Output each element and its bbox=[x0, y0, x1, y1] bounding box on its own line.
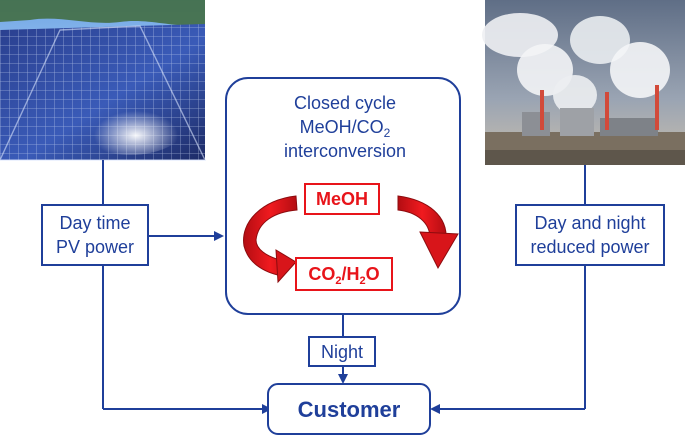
pv-line2: PV power bbox=[56, 237, 134, 257]
cycle-title-line3: interconversion bbox=[284, 141, 406, 161]
connector-lines bbox=[102, 160, 586, 414]
co2-h2o-box: CO2/H2O bbox=[295, 257, 393, 291]
left-arrowhead bbox=[275, 249, 297, 284]
power-plant-photo bbox=[482, 0, 685, 165]
reduced-line2: reduced power bbox=[530, 237, 649, 257]
meoh-box: MeOH bbox=[304, 183, 380, 215]
reduced-line1: Day and night bbox=[534, 213, 645, 233]
night-box: Night bbox=[308, 336, 376, 367]
right-arrowhead bbox=[419, 231, 459, 270]
reduced-power-box: Day and night reduced power bbox=[515, 204, 665, 266]
customer-label: Customer bbox=[298, 397, 401, 422]
cycle-title-line2: MeOH/CO2 bbox=[300, 117, 391, 140]
meoh-label: MeOH bbox=[316, 189, 368, 209]
cycle-title-line1: Closed cycle bbox=[294, 93, 396, 113]
solar-panel-photo bbox=[0, 0, 207, 161]
cycle-arrows bbox=[243, 195, 459, 284]
pv-power-box: Day time PV power bbox=[41, 204, 149, 266]
pv-line1: Day time bbox=[59, 213, 130, 233]
night-label: Night bbox=[321, 342, 363, 362]
customer-box: Customer bbox=[267, 383, 431, 435]
co2-h2o-label: CO2/H2O bbox=[308, 264, 379, 287]
